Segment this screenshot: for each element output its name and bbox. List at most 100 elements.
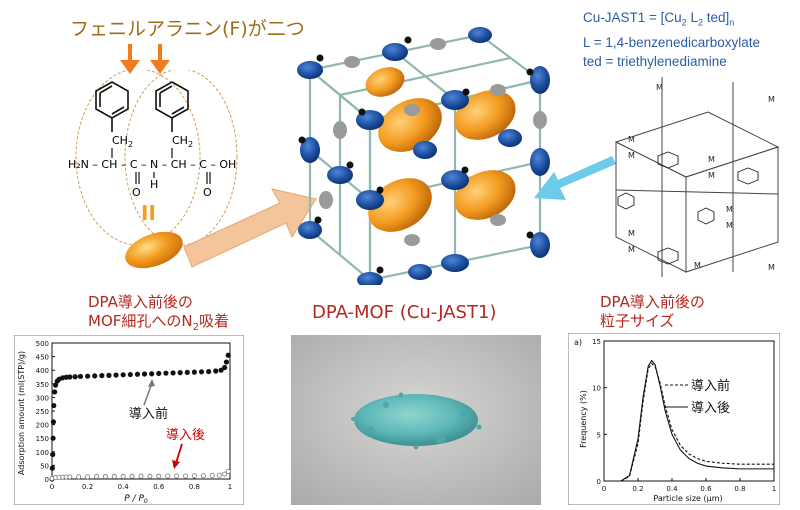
phenylalanine-title: フェニルアラニン(F)が二つ [70,18,305,40]
data-point-before [141,371,148,377]
x-tick-label: 0.2 [632,485,643,493]
y-tick-label: 0 [597,478,601,486]
x-tick-label: 1 [228,483,232,491]
particle-x-axis-label: Particle size (μm) [653,494,722,503]
data-point-before [222,364,228,371]
svg-text:M: M [628,229,635,238]
y-tick-label: 5 [597,431,601,439]
annotation-before: 導入前 [129,406,168,422]
adsorption-caption: DPA導入前後の MOF細孔へのN2吸着 [88,293,229,333]
data-point-before [52,389,58,395]
data-point-before [50,435,56,441]
data-point-after [129,473,135,479]
data-point-after [225,468,231,474]
frequency-y-axis-label: Frequency (%) [579,390,588,448]
x-tick-label: 0 [50,483,54,491]
insertion-arrow-icon [183,188,317,268]
data-point-before [191,369,197,375]
particle-legend: 導入前 導入後 [665,378,730,416]
annotation-arrow-after [172,443,183,469]
data-point-before [85,373,91,379]
x-tick-label: 1 [772,485,776,493]
data-point-before [206,368,212,375]
data-point-before [49,465,55,471]
y-tick-label: 300 [36,394,49,402]
carbonyl-o-right: O [203,186,212,199]
data-point-before [156,370,162,377]
data-point-before [177,370,183,376]
chart-frame [568,333,780,505]
data-point-before [127,371,133,378]
down-arrows-icon [120,44,170,74]
data-point-before [218,367,224,373]
svg-text:M: M [726,221,733,230]
particle-size-chart: a) Frequency (%) Particle size (μm) 0510… [568,333,780,505]
data-point-after [191,473,197,479]
svg-text:M: M [628,135,635,144]
data-point-before [223,359,230,365]
data-point-before [163,370,169,376]
n2-adsorption-chart: Adsorption amount (ml(STP)/g) P / P0 050… [14,335,244,505]
carbonyl-o-left: O [132,186,141,199]
data-point-before [113,372,119,378]
ch2-right: CH2 [172,134,193,149]
svg-text:M: M [708,155,715,164]
data-point-before [184,369,190,375]
data-point-before [134,371,141,377]
panel-label: a) [574,338,582,347]
svg-text:M: M [726,205,733,214]
data-point-before [149,371,155,377]
svg-text:M: M [628,151,635,160]
data-point-before [106,372,112,378]
data-point-before [213,368,219,374]
teal-powder-pile [354,394,478,446]
x-tick-label: 0.4 [118,483,130,491]
formula-ligand-l: L = 1,4-benzenedicarboxylate [583,34,760,50]
legend-before: 導入前 [691,378,730,394]
data-point-before [51,402,57,409]
data-point-after [111,474,117,480]
benzene-ring-right [155,81,189,132]
data-point-before [198,369,205,375]
legend-after: 導入後 [691,401,730,416]
data-point-after [102,474,108,480]
diphenylalanine-structure: CH2 CH2 H₂N – CH – C – N – CH – C – OH O… [68,70,238,269]
dashed-ellipse-right [124,70,238,246]
data-point-after [174,473,180,479]
down-arrow-left [120,44,140,74]
svg-text:M: M [628,245,635,254]
data-point-before [99,373,105,379]
y-tick-label: 50 [40,462,49,470]
equals-mark: II [141,201,156,225]
plot-area [603,340,775,482]
dpa-ellipsoid-icon [125,231,183,269]
y-tick-label: 400 [36,367,49,375]
y-tick-label: 15 [592,338,601,346]
y-tick-label: 100 [36,449,49,457]
y-tick-label: 250 [36,408,49,416]
data-point-after [67,474,73,480]
y-tick-label: 350 [36,381,49,389]
data-point-before [77,373,84,380]
adsorption-x-axis-label: P / P0 [124,494,148,505]
annotation-after: 導入後 [166,428,205,443]
dashed-ellipse-left [75,70,201,246]
x-tick-label: 0 [602,485,606,493]
formula-cu-jast1: Cu-JAST1 = [Cu2 L2 ted]n [583,10,735,28]
ted-nitrogen-atoms [298,36,534,274]
amide-h: H [150,178,158,191]
data-point-after [94,474,100,480]
data-point-after [147,473,153,479]
x-tick-label: 0.2 [82,483,93,491]
data-point-before [67,374,73,380]
data-point-after [200,473,206,479]
y-tick-label: 10 [592,385,601,393]
data-point-before [120,372,126,378]
dpa-mof-caption: DPA-MOF (Cu-JAST1) [312,302,497,323]
series-line-after [620,359,774,482]
dpa-guest-molecules [365,67,516,232]
formula-block: Cu-JAST1 = [Cu2 L2 ted]n L = 1,4-benzene… [583,8,760,71]
benzene-ring-left [95,81,129,132]
svg-text:M: M [768,263,775,272]
